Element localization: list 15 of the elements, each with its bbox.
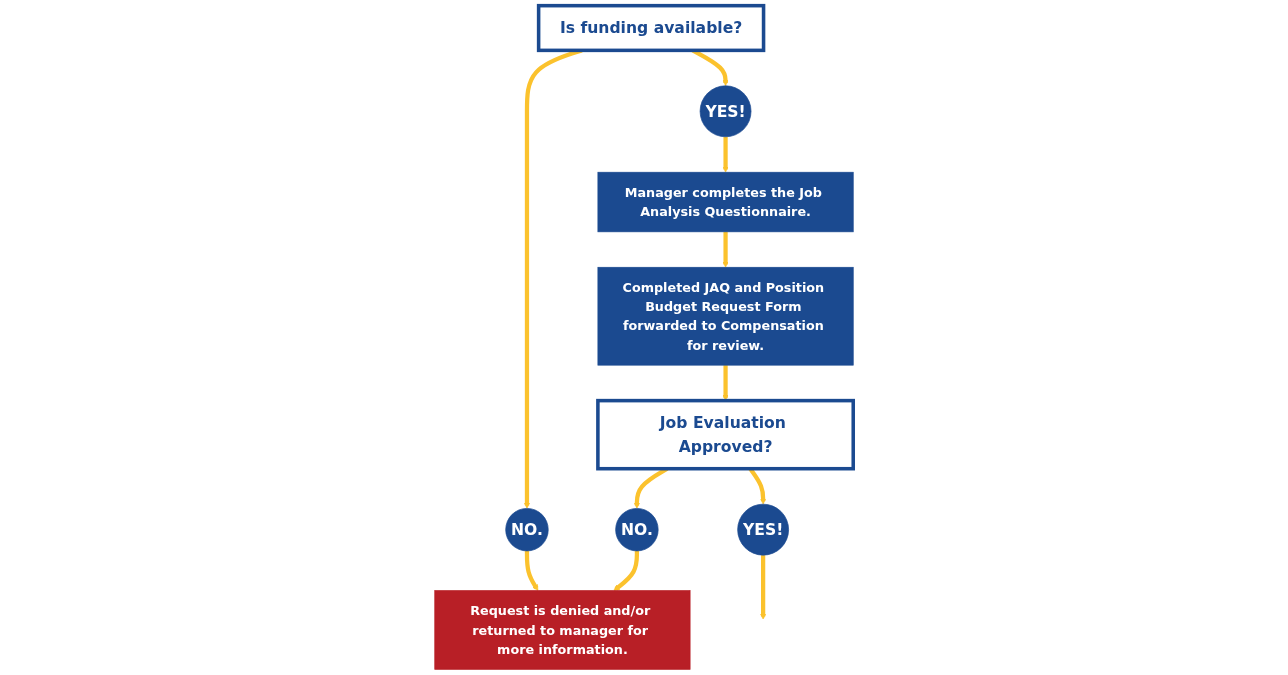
node-box: Completed JAQ and Position Budget Request Form forwarded to Compensation for review. <box>597 266 854 366</box>
node-circle: NO. <box>505 508 549 552</box>
node-box: Job Evaluation Approved? <box>596 398 855 471</box>
node-circle: YES! <box>737 503 789 556</box>
node-box: Manager completes the Job Analysis Questionnaire. <box>597 171 854 233</box>
node-box: Is funding available? <box>536 3 766 53</box>
node-circle: NO. <box>615 508 659 552</box>
arrow <box>524 550 539 591</box>
node-circle: YES! <box>699 85 752 138</box>
arrow <box>722 365 729 401</box>
arrow <box>613 550 640 591</box>
arrow <box>722 136 729 173</box>
arrow <box>760 555 767 620</box>
node-box: Request is denied and/or returned to manager for more information. <box>434 590 691 670</box>
arrow <box>722 231 729 268</box>
